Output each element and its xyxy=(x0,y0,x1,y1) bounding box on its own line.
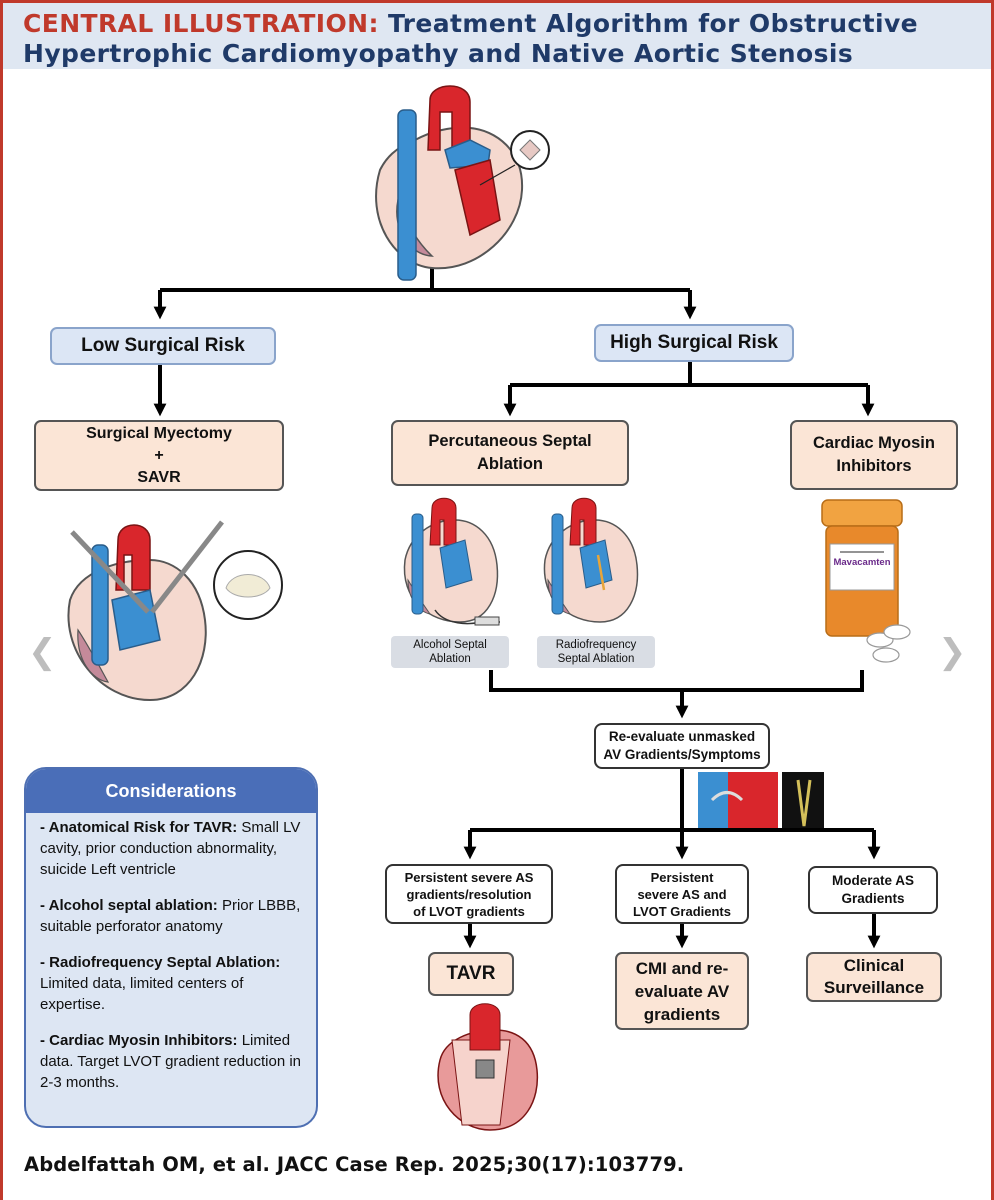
moderate-line-2: Gradients xyxy=(841,891,905,906)
consideration-text: Prior LBBB, suitable perforator anatomy xyxy=(40,897,301,935)
moderate-line-1: Moderate AS xyxy=(831,873,914,888)
reevaluate-node: Re-evaluate unmasked AV Gradients/Sympto… xyxy=(594,723,770,769)
consideration-text: Small LV cavity, prior conduction abnorm… xyxy=(40,819,301,878)
title-line-2: Hypertrophic Cardiomyopathy and Native A… xyxy=(23,39,854,68)
persistent-as-line-3: of LVOT gradients xyxy=(413,903,525,919)
cmi-reeval-line-2: evaluate AV xyxy=(634,981,730,1001)
cardiac-myosin-inhibitors-node: Cardiac Myosin Inhibitors xyxy=(790,420,958,490)
consideration-item: - Cardiac Myosin Inhibitors: Limited dat… xyxy=(40,1030,306,1093)
chevron-right-icon[interactable]: ❯ xyxy=(938,632,967,672)
pill-bottle-illustration xyxy=(821,499,911,663)
low-surgical-risk-node: Low Surgical Risk xyxy=(50,327,276,365)
persistent-as-node: Persistent severe AS gradients/resolutio… xyxy=(385,864,553,924)
persistent-as-lvot-node: Persistent severe AS and LVOT Gradients xyxy=(615,864,749,924)
heart-illustration-tavr xyxy=(437,1003,539,1131)
high-surgical-risk-node: High Surgical Risk xyxy=(594,324,794,362)
consideration-text: Limited data, limited centers of experti… xyxy=(40,975,244,1013)
cmi-reeval-line-1: CMI and re- xyxy=(635,958,729,978)
connector-merge xyxy=(489,670,864,692)
tavr-node: TAVR xyxy=(428,952,514,996)
considerations-panel: Considerations - Anatomical Risk for TAV… xyxy=(24,767,318,1128)
surveillance-line-1: Clinical xyxy=(843,956,905,975)
reevaluate-line-2: AV Gradients/Symptoms xyxy=(603,747,761,762)
cmi-reevaluate-node: CMI and re- evaluate AV gradients xyxy=(615,952,749,1030)
heart-illustration-myectomy xyxy=(67,520,283,702)
myectomy-line-1: Surgical Myectomy xyxy=(86,424,232,442)
heart-illustration-alcohol xyxy=(403,497,500,626)
reevaluate-line-1: Re-evaluate unmasked xyxy=(608,729,756,744)
moderate-as-node: Moderate AS Gradients xyxy=(808,866,938,914)
persistent-both-line-3: LVOT Gradients xyxy=(633,903,731,919)
persistent-both-line-2: severe AS and xyxy=(637,886,727,902)
considerations-body: - Anatomical Risk for TAVR: Small LV cav… xyxy=(26,813,316,1093)
rf-septal-ablation-label: Radiofrequency Septal Ablation xyxy=(537,636,655,668)
consideration-item: - Radiofrequency Septal Ablation: Limite… xyxy=(40,952,306,1015)
title-main: Treatment Algorithm for Obstructive xyxy=(387,9,919,38)
cmi-reeval-line-3: gradients xyxy=(643,1004,721,1024)
consideration-item: - Anatomical Risk for TAVR: Small LV cav… xyxy=(40,817,306,880)
myectomy-line-3: SAVR xyxy=(137,468,181,486)
consideration-label: - Alcohol septal ablation: xyxy=(40,897,218,914)
echo-doppler-illustration xyxy=(698,772,824,828)
persistent-as-line-1: Persistent severe AS xyxy=(404,869,534,885)
consideration-item: - Alcohol septal ablation: Prior LBBB, s… xyxy=(40,895,306,937)
title-banner: CENTRAL ILLUSTRATION: Treatment Algorith… xyxy=(3,3,991,69)
citation: Abdelfattah OM, et al. JACC Case Rep. 20… xyxy=(24,1153,685,1176)
consideration-text: Limited data. Target LVOT gradient reduc… xyxy=(40,1032,301,1091)
consideration-label: - Anatomical Risk for TAVR: xyxy=(40,819,238,836)
considerations-heading: Considerations xyxy=(26,769,316,813)
mavacamten-label: Mavacamten xyxy=(833,557,891,568)
consideration-label: - Cardiac Myosin Inhibitors: xyxy=(40,1032,238,1049)
persistent-both-line-1: Persistent xyxy=(650,869,714,885)
heart-illustration-rf xyxy=(543,497,639,623)
consideration-label: - Radiofrequency Septal Ablation: xyxy=(40,954,281,971)
septal-ablation-node: Percutaneous Septal Ablation xyxy=(391,420,629,486)
myectomy-line-2: + xyxy=(154,446,164,464)
title-prefix: CENTRAL ILLUSTRATION: xyxy=(23,9,379,38)
alcohol-septal-ablation-label: Alcohol Septal Ablation xyxy=(391,636,509,668)
surgical-myectomy-savr-node: Surgical Myectomy + SAVR xyxy=(34,420,284,491)
title-line-1: CENTRAL ILLUSTRATION: Treatment Algorith… xyxy=(23,9,918,38)
chevron-left-icon[interactable]: ❮ xyxy=(28,632,57,672)
clinical-surveillance-node: Clinical Surveillance xyxy=(806,952,942,1002)
persistent-as-line-2: gradients/resolution xyxy=(406,886,532,902)
surveillance-line-2: Surveillance xyxy=(823,978,925,997)
heart-illustration-top xyxy=(375,85,550,281)
